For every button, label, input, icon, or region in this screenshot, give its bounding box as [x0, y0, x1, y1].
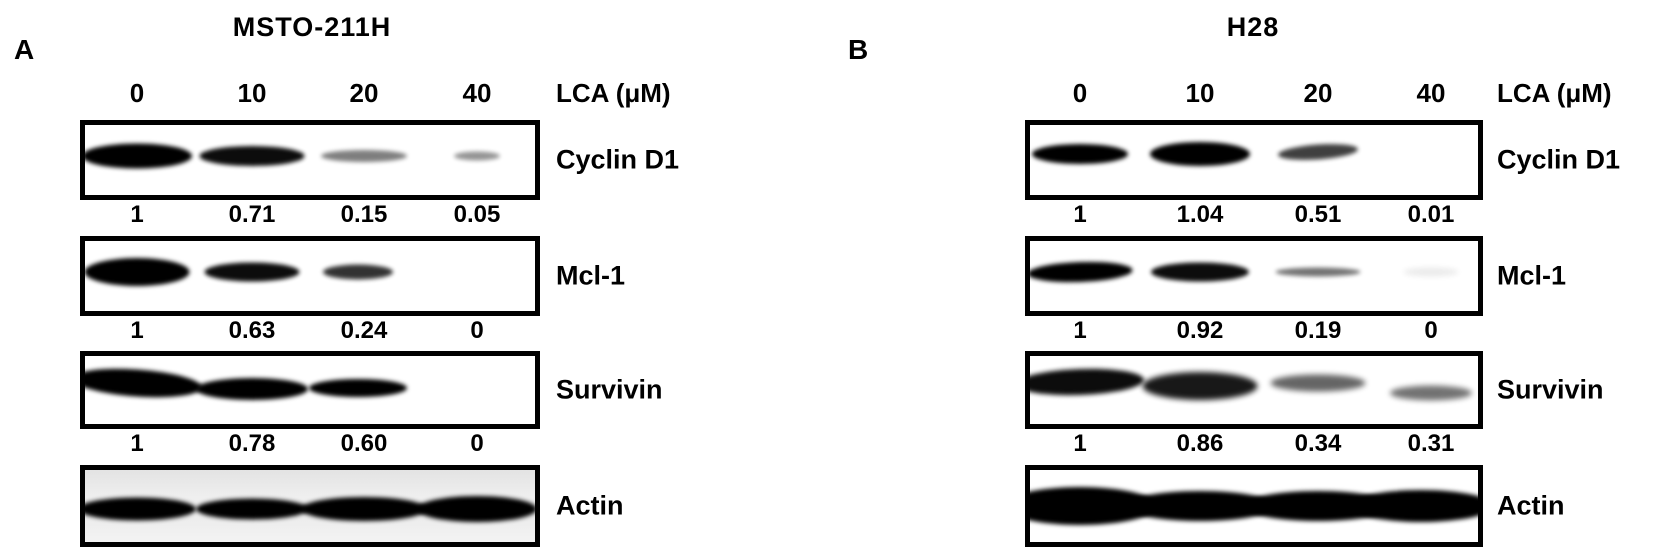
densitometry-value: 1 [130, 430, 144, 457]
densitometry-value: 0.86 [1176, 430, 1224, 457]
densitometry-value: 0.19 [1294, 317, 1342, 344]
blot-band [1277, 141, 1359, 163]
densitometry-value: 1.04 [1176, 201, 1224, 228]
densitometry-value: 0.05 [453, 201, 501, 228]
blot-band [416, 496, 535, 523]
densitometry-value: 0 [1424, 317, 1438, 344]
densitometry-value: 0.71 [228, 201, 276, 228]
panel-b-dose-10: 10 [1185, 78, 1215, 108]
blot-band [1149, 141, 1250, 166]
panel-b-protein-label-mcl-1: Mcl-1 [1497, 260, 1567, 291]
panel-b-dose-unit-label: LCA (μM) [1497, 78, 1612, 108]
blot-band [322, 264, 393, 280]
densitometry-value: 0.01 [1407, 201, 1455, 228]
blot-band [1030, 366, 1145, 398]
densitometry-value: 0.24 [340, 317, 388, 344]
blot-band [1142, 372, 1258, 401]
blot-band [199, 146, 305, 166]
densitometry-value: 0.78 [228, 430, 276, 457]
blot-band [1030, 260, 1133, 284]
panel-b-cell-line-title: H28 [1226, 12, 1280, 42]
densitometry-value: 1 [1073, 317, 1087, 344]
densitometry-value: 0.60 [340, 430, 388, 457]
panel-b-blot-actin [1025, 465, 1483, 547]
blot-band [1275, 267, 1361, 277]
blot-band [85, 258, 190, 286]
blot-band [1031, 143, 1128, 164]
panel-a-letter: A [14, 34, 35, 65]
blot-band [308, 379, 407, 398]
panel-b-blot-cyclin-d1 [1025, 120, 1483, 200]
blot-band [1150, 262, 1249, 282]
blot-band [1270, 374, 1366, 392]
panel-a-blot-actin [80, 465, 540, 547]
densitometry-value: 1 [1073, 201, 1087, 228]
panel-a-dose-unit-label: LCA (μM) [556, 78, 671, 108]
blot-band [300, 497, 427, 522]
blot-band [320, 150, 407, 162]
blot-band [453, 151, 500, 161]
panel-a-dose-0: 0 [129, 78, 145, 108]
panel-b-blot-survivin [1025, 351, 1483, 429]
panel-a-protein-label-mcl-1: Mcl-1 [556, 260, 626, 291]
densitometry-value: 0.51 [1294, 201, 1342, 228]
blot-band [1403, 267, 1459, 277]
densitometry-value: 0 [470, 430, 484, 457]
panel-a-dose-20: 20 [349, 78, 379, 108]
panel-a-blot-cyclin-d1 [80, 120, 540, 200]
blot-band [1348, 490, 1478, 522]
panel-b-protein-label-actin: Actin [1497, 490, 1565, 521]
blot-band [196, 378, 309, 401]
densitometry-value: 0.92 [1176, 317, 1224, 344]
panel-a-blot-mcl-1 [80, 236, 540, 316]
panel-a-protein-label-actin: Actin [556, 490, 624, 521]
panel-b-protein-label-cyclin-d1: Cyclin D1 [1497, 144, 1621, 175]
blot-band [196, 498, 309, 520]
panel-a-protein-label-cyclin-d1: Cyclin D1 [556, 144, 680, 175]
panel-b-dose-40: 40 [1416, 78, 1446, 108]
blot-band [85, 143, 193, 169]
blot-band [85, 365, 203, 402]
densitometry-value: 0.15 [340, 201, 388, 228]
blot-band [1389, 385, 1472, 401]
panel-b-dose-20: 20 [1303, 78, 1333, 108]
densitometry-value: 1 [1073, 430, 1087, 457]
densitometry-value: 0.63 [228, 317, 276, 344]
panel-b-blot-mcl-1 [1025, 236, 1483, 316]
densitometry-value: 1 [130, 317, 144, 344]
panel-a-blot-survivin [80, 351, 540, 429]
panel-a-protein-label-survivin: Survivin [556, 374, 663, 405]
densitometry-value: 0.34 [1294, 430, 1342, 457]
panel-a-dose-10: 10 [237, 78, 267, 108]
blot-band [204, 262, 300, 282]
densitometry-value: 0 [470, 317, 484, 344]
blot-band [85, 497, 197, 521]
panel-a-dose-40: 40 [462, 78, 492, 108]
panel-b-protein-label-survivin: Survivin [1497, 374, 1604, 405]
densitometry-value: 1 [130, 201, 144, 228]
panel-a-cell-line-title: MSTO-211H [232, 12, 392, 42]
panel-b-dose-0: 0 [1072, 78, 1088, 108]
densitometry-value: 0.31 [1407, 430, 1455, 457]
panel-b-letter: B [848, 34, 869, 65]
